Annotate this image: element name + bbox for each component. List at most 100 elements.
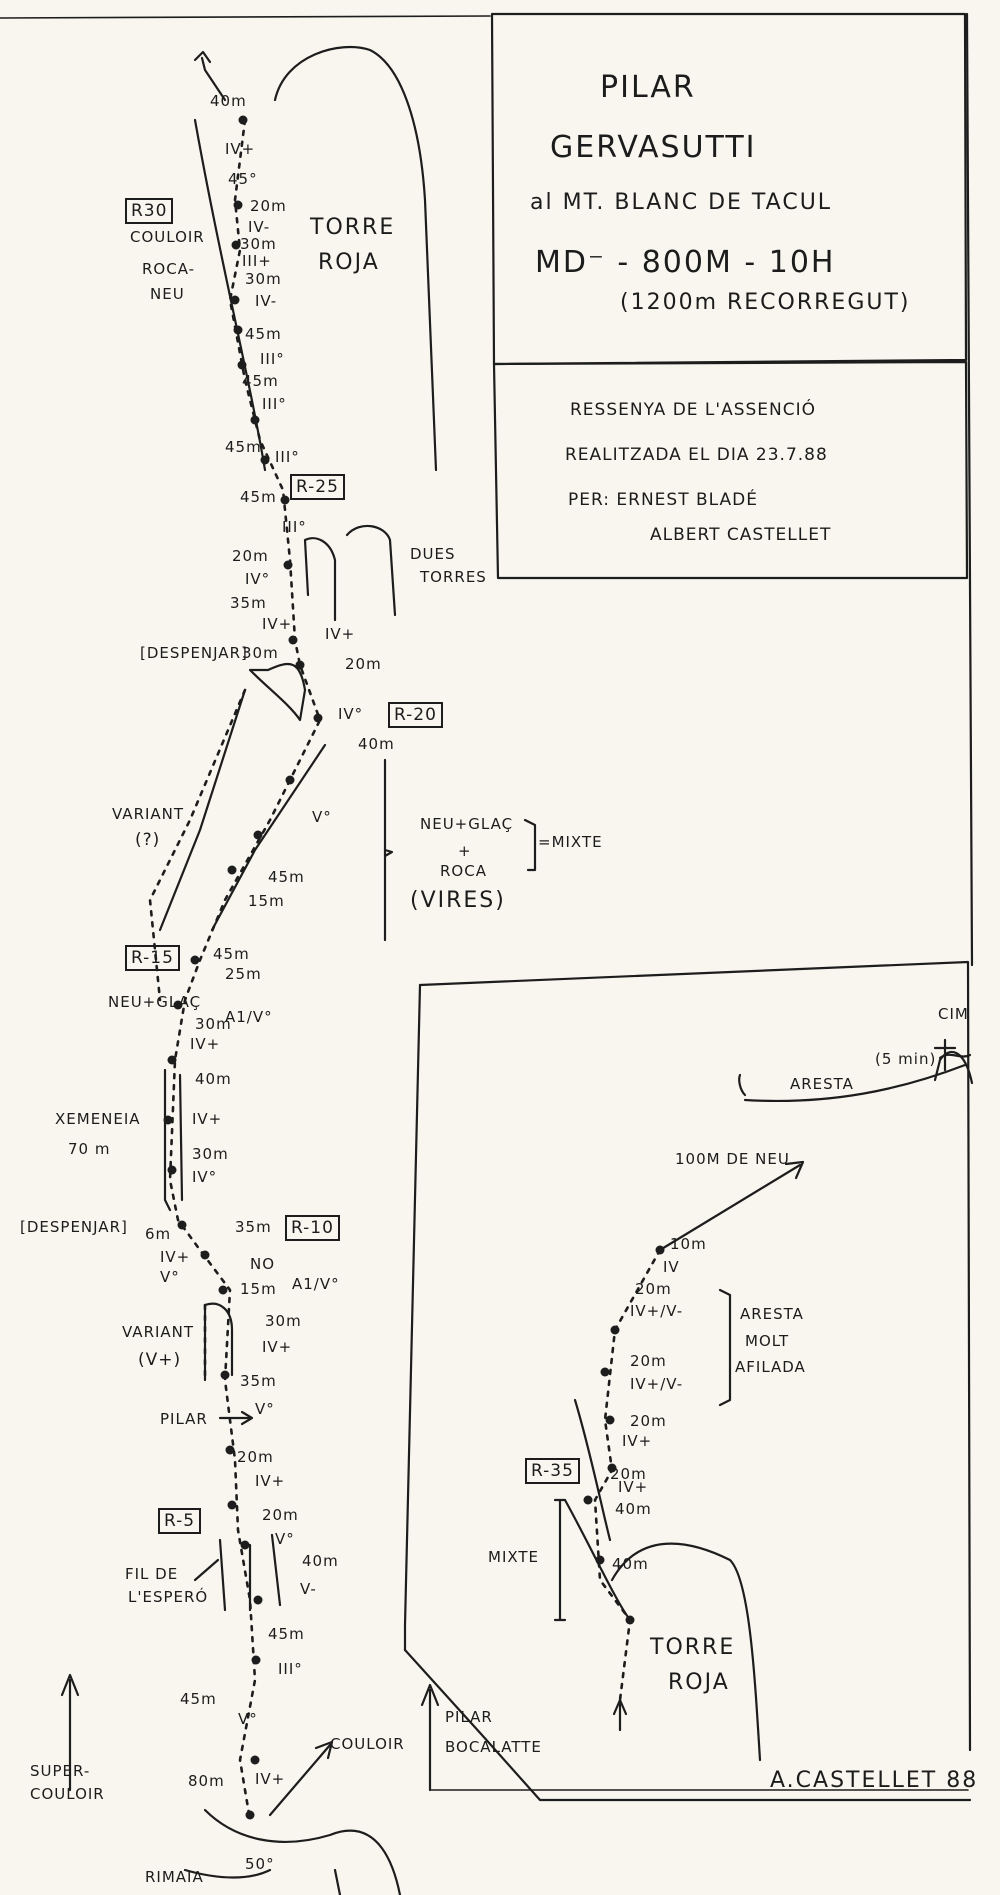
super-2: COULOIR	[30, 1785, 105, 1803]
fil-1: FIL DE	[125, 1565, 179, 1583]
despenjar-1: [DESPENJAR]	[140, 644, 248, 662]
pitch-label-41: V°	[160, 1268, 180, 1286]
variant-low-grade: (V+)	[138, 1350, 182, 1370]
belay-dot-9	[283, 560, 293, 570]
inset-pitch-label-7: IV+	[622, 1432, 653, 1450]
pitch-label-15: 45m	[240, 488, 277, 506]
title-line-2: GERVASUTTI	[550, 130, 757, 165]
pitch-label-24: IV°	[338, 705, 364, 723]
pitch-label-40: IV+	[160, 1248, 191, 1266]
info-box-frame	[0, 12, 974, 967]
belay-dot-5	[237, 360, 247, 370]
inset-pitch-label-11: 40m	[612, 1555, 649, 1573]
belay-dot-28	[253, 1595, 263, 1605]
rimaia-slope: 50°	[245, 1855, 275, 1873]
belay-dot-8	[280, 495, 290, 505]
pitch-label-4: IV-	[248, 218, 271, 236]
inset-mixte: MIXTE	[488, 1548, 540, 1566]
belay-dot-22	[200, 1250, 210, 1260]
inset-pitch-label-2: 20m	[635, 1280, 672, 1298]
inset-pitch-label-10: 40m	[615, 1500, 652, 1518]
inset-pitch-label-8: 20m	[610, 1465, 647, 1483]
credits-line-1: RESSENYA DE L'ASSENCIÓ	[570, 400, 817, 420]
belay-r10: R-10	[285, 1215, 340, 1241]
pitch-label-31: A1/V°	[225, 1008, 273, 1026]
pitch-label-49: IV+	[255, 1472, 286, 1490]
pilar-label: PILAR	[160, 1410, 208, 1428]
pitch-label-12: III°	[262, 395, 287, 413]
credits-line-2: REALITZADA EL DIA 23.7.88	[565, 445, 828, 465]
belay-dot-11	[295, 660, 305, 670]
pitch-label-44: 30m	[265, 1312, 302, 1330]
inset-pitch-label-5: IV+/V-	[630, 1375, 684, 1393]
pitch-label-59: IV+	[255, 1770, 286, 1788]
belay-dot-19	[163, 1115, 173, 1125]
belay-r15: R-15	[125, 945, 180, 971]
belay-dot-14	[253, 830, 263, 840]
mixed-4: (VIRES)	[410, 888, 506, 913]
distance-line: (1200m RECORREGUT)	[620, 290, 911, 315]
belay-r25: R-25	[290, 474, 345, 500]
inset-aresta: ARESTA	[790, 1075, 854, 1093]
subtitle: al MT. BLANC DE TACUL	[530, 190, 833, 215]
mixed-3: ROCA	[440, 862, 487, 880]
pitch-label-11: 45m	[242, 372, 279, 390]
belay-dot-1	[233, 200, 243, 210]
pitch-label-35: IV+	[192, 1110, 223, 1128]
inset-frame	[403, 960, 972, 1802]
inset-aresta-fine-1: ARESTA	[740, 1305, 804, 1323]
belay-dot-17	[173, 1000, 183, 1010]
pitch-label-6: III+	[242, 252, 272, 270]
pitch-label-28: 15m	[248, 892, 285, 910]
pitch-label-22: IV+	[325, 625, 356, 643]
pitch-label-52: 40m	[302, 1552, 339, 1570]
belay-dot-21	[177, 1220, 187, 1230]
mixed-eq: =MIXTE	[538, 833, 603, 851]
pitch-label-18: IV°	[245, 570, 271, 588]
variant-top-question: (?)	[135, 830, 161, 850]
belay-dot-15	[227, 865, 237, 875]
pitch-label-5: 30m	[240, 235, 277, 253]
belay-dot-7	[260, 455, 270, 465]
belay-dot-2	[231, 240, 241, 250]
belay-dot-16	[190, 955, 200, 965]
pitch-label-45: IV+	[262, 1338, 293, 1356]
variant-top: VARIANT	[112, 805, 185, 823]
torre-roja-1: TORRE	[310, 215, 396, 240]
inset-pitch-label-3: IV+/V-	[630, 1302, 684, 1320]
pitch-label-33: IV+	[190, 1035, 221, 1053]
inset-sketch	[553, 1038, 974, 1762]
pitch-label-20: IV+	[262, 615, 293, 633]
pitch-label-48: 20m	[237, 1448, 274, 1466]
dues-torres-2: TORRES	[420, 568, 487, 586]
pitch-label-14: III°	[275, 448, 300, 466]
pitch-label-34: 40m	[195, 1070, 232, 1088]
mixed-1: NEU+GLAÇ	[420, 815, 514, 833]
pitch-label-46: 35m	[240, 1372, 277, 1390]
pitch-label-0: 40m	[210, 92, 247, 110]
belay-dot-0	[238, 115, 248, 125]
pilar-bocalatte-1: PILAR	[445, 1708, 493, 1726]
belay-dot-34	[600, 1367, 610, 1377]
belay-dot-31	[245, 1810, 255, 1820]
inset-pitch-label-4: 20m	[630, 1352, 667, 1370]
pitch-label-13: 45m	[225, 438, 262, 456]
credits-line-4: ALBERT CASTELLET	[650, 525, 832, 545]
inset-pitch-label-0: 10m	[670, 1235, 707, 1253]
xemeneia-1: XEMENEIA	[55, 1110, 141, 1128]
rock-outlines	[158, 46, 438, 1895]
pitch-label-50: 20m	[262, 1506, 299, 1524]
belay-dot-4	[233, 325, 243, 335]
pitch-label-26: V°	[312, 808, 332, 826]
inset-torre-1: TORRE	[650, 1635, 736, 1660]
mixed-2: +	[458, 842, 472, 860]
torre-roja-2: ROJA	[318, 250, 380, 275]
belay-dot-23	[218, 1285, 228, 1295]
pitch-label-42: 15m	[240, 1280, 277, 1298]
pitch-label-43: A1/V°	[292, 1275, 340, 1293]
super-1: SUPER-	[30, 1762, 91, 1780]
pitch-label-23: 20m	[345, 655, 382, 673]
xemeneia-2: 70 m	[68, 1140, 111, 1158]
belay-dot-27	[240, 1540, 250, 1550]
pitch-label-8: IV-	[255, 292, 278, 310]
